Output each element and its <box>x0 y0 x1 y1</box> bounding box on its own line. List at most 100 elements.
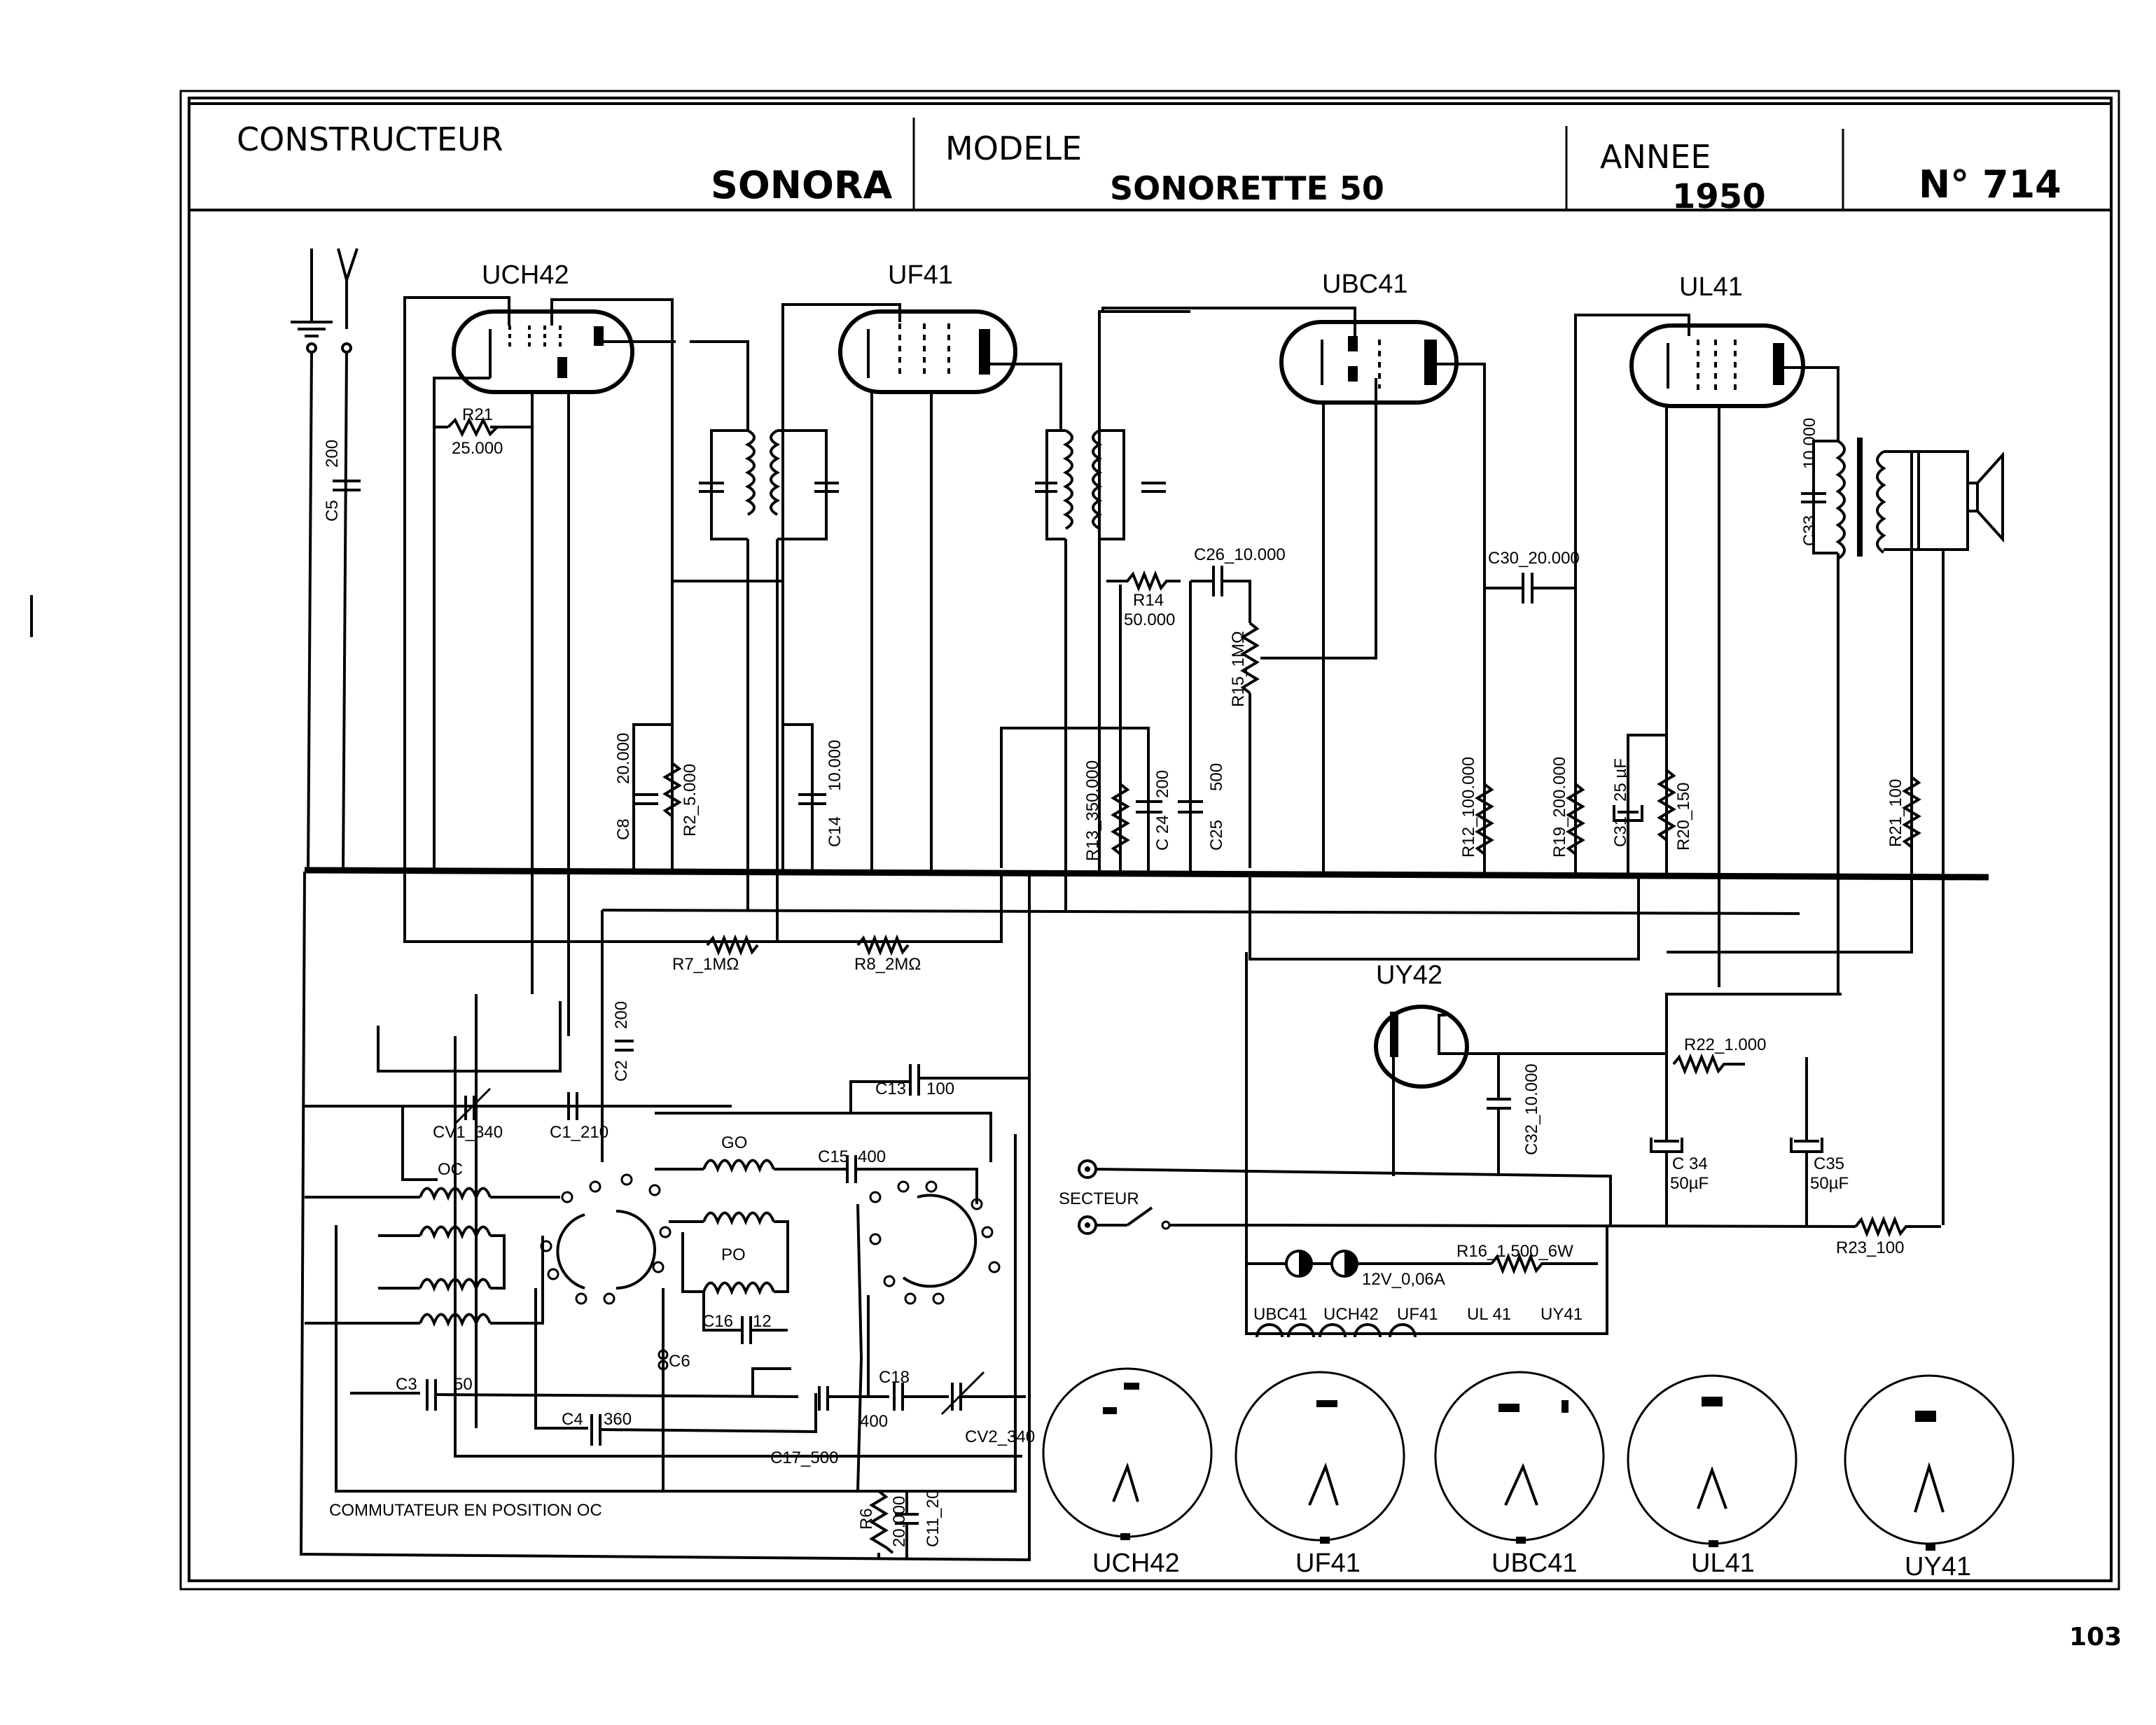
wire <box>534 1288 588 1430</box>
wire <box>1249 875 1640 961</box>
heater-frame <box>1245 1225 1608 1335</box>
resistor-r12 <box>1475 783 1494 855</box>
heater-label-ubc41: UBC41 <box>1253 1305 1307 1324</box>
c24-label: C 24 <box>1153 815 1172 851</box>
wire <box>377 1001 562 1073</box>
capacitor-c4 <box>590 1393 817 1446</box>
resistor-r23 <box>1854 1215 1941 1238</box>
wire <box>601 909 1800 915</box>
speaker-icon <box>1966 451 2004 543</box>
capacitor-c1 <box>567 1092 578 1120</box>
c5-label: C5 <box>323 500 342 522</box>
r15-label: R15_1MΩ <box>1229 631 1248 707</box>
mains-terminal-1 <box>1078 1159 1612 1225</box>
outer-frame <box>179 90 2120 1591</box>
lamp-label: 12V_0,06A <box>1362 1270 1445 1289</box>
c15-label: C15 <box>818 1147 849 1166</box>
commutateur-note: COMMUTATEUR EN POSITION OC <box>329 1501 602 1520</box>
wire <box>987 363 1062 431</box>
modele-label: MODELE <box>945 130 1082 167</box>
resistor-r8 <box>856 934 910 956</box>
resistor-r21 <box>447 417 499 438</box>
c33-label: C33 <box>1800 515 1819 546</box>
go-label: GO <box>721 1133 747 1152</box>
antenna-wire <box>342 351 348 872</box>
capacitor-c5 <box>333 480 361 491</box>
c3-label: C3 <box>396 1375 417 1394</box>
capacitor-c15 <box>846 1155 978 1204</box>
wire <box>335 1134 1017 1493</box>
ground-terminal <box>291 249 333 354</box>
resistor-r14 <box>1106 570 1181 592</box>
if-transformer-2 <box>1035 310 1190 910</box>
c35-value: 50µF <box>1810 1174 1849 1193</box>
r12-label: R12_100.000 <box>1459 757 1478 858</box>
wire <box>454 1036 1022 1458</box>
c11-label: C11_20 <box>924 1490 943 1547</box>
ground-wire <box>307 351 313 872</box>
wire <box>1101 307 1356 336</box>
tube-uy42 <box>1374 1005 1469 1089</box>
wire <box>849 1080 910 1113</box>
capacitor-c18 <box>893 1383 904 1411</box>
heater-label-ul41: UL 41 <box>1467 1305 1511 1324</box>
capacitor-c2 <box>615 1040 634 1052</box>
c1-label: C1_210 <box>550 1123 608 1142</box>
base-diagram-ul41 <box>1627 1374 1797 1547</box>
c4-label: C4 <box>562 1410 583 1429</box>
title-block: CONSTRUCTEUR SONORA MODELE SONORETTE 50 … <box>189 102 2111 216</box>
capacitor-c26 <box>1190 566 1251 623</box>
rf-section-frame <box>299 871 1031 1562</box>
page-number: 103 <box>2069 1623 2122 1651</box>
capacitor-c35-electrolytic <box>1790 1057 1823 1225</box>
tube-ubc41 <box>1279 320 1459 405</box>
c2-value: 200 <box>612 1001 631 1029</box>
heater-filaments <box>1256 1323 1417 1338</box>
c34-label: C 34 <box>1672 1154 1708 1173</box>
r21b-label: R21_100 <box>1886 779 1905 847</box>
capacitor-c32 <box>1487 1054 1511 1176</box>
cv2-label: CV2_340 <box>965 1427 1035 1446</box>
r21-name: R21 <box>462 405 493 424</box>
capacitor-c34-electrolytic <box>1650 1054 1683 1225</box>
base-label-uch42: UCH42 <box>1092 1549 1180 1578</box>
capacitor-c13 <box>909 1064 1029 1096</box>
c26-label: C26_10.000 <box>1194 545 1286 564</box>
c3-value: 50 <box>454 1375 473 1394</box>
mains-switch[interactable] <box>1078 1206 1274 1235</box>
wire <box>403 872 1003 943</box>
pilot-lamp-1 <box>1285 1250 1313 1278</box>
c14-value: 10.000 <box>826 740 844 791</box>
modele-value: SONORETTE 50 <box>1110 169 1384 207</box>
c31-label: C31 <box>1611 816 1630 847</box>
coil-go <box>655 1159 847 1173</box>
c30-label: C30_20.000 <box>1488 549 1580 568</box>
numero-value: N° 714 <box>1919 162 2061 207</box>
inner-frame <box>188 97 2113 1582</box>
wire <box>632 723 672 872</box>
wire <box>403 296 510 870</box>
coil-po <box>669 1211 789 1296</box>
constructeur-value: SONORA <box>711 163 892 207</box>
resistor-r20 <box>1657 769 1676 841</box>
wave-switch-1 <box>540 1173 672 1305</box>
wire <box>550 298 674 870</box>
potentiometer-r15 <box>1240 622 1260 694</box>
c17-label: C17_500 <box>770 1448 838 1467</box>
r13-label: R13_350.000 <box>1083 760 1102 861</box>
wire <box>1437 363 1486 875</box>
r20-label: R20_150 <box>1674 783 1693 851</box>
wire <box>1665 993 1842 1054</box>
tube-uch42-label: UCH42 <box>482 260 569 290</box>
wire <box>1667 875 1913 954</box>
annee-value: 1950 <box>1672 177 1766 216</box>
wire <box>401 1106 438 1181</box>
r6-label: R6 <box>857 1508 876 1530</box>
r2-label: R2_5.000 <box>681 764 700 837</box>
resistor-r22 <box>1672 1053 1745 1075</box>
coil-oc-2 <box>305 1225 544 1327</box>
heater-label-uy41: UY41 <box>1541 1305 1583 1324</box>
wire <box>1919 450 1969 551</box>
resistor-r7 <box>706 934 759 956</box>
